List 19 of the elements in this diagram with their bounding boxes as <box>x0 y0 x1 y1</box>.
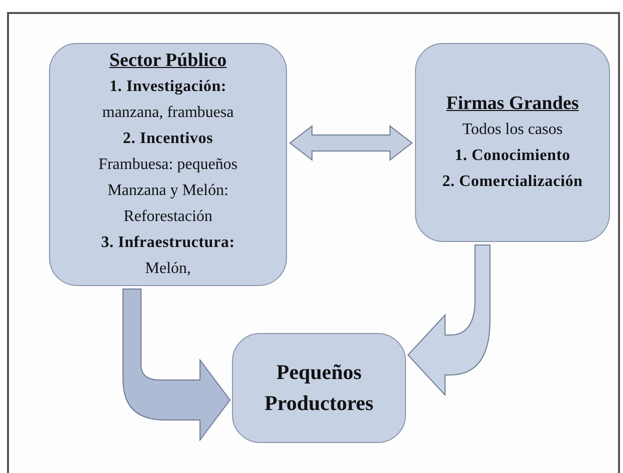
box-text: 2. Incentivos <box>122 128 214 148</box>
box-text: Todos los casos <box>462 120 563 140</box>
box-text: Frambuesa: pequeños <box>98 154 238 174</box>
box-text: Manzana y Melón: Reforestación <box>106 180 230 226</box>
box-text: Pequeños Productores <box>264 359 374 417</box>
box-text: 1. Conocimiento <box>454 146 570 166</box>
sector-box <box>49 43 287 286</box>
box-text: manzana, frambuesa <box>102 102 234 122</box>
box-heading: Sector Público <box>109 48 227 72</box>
block-arrow <box>122 288 230 440</box>
box-text: 3. Infraestructura: <box>101 232 235 252</box>
box-text: Melón, <box>145 258 191 278</box>
block-arrow <box>408 244 490 396</box>
block-arrow <box>289 124 413 162</box>
box-heading: Firmas Grandes <box>446 92 579 116</box>
box-text: 1. Investigación: <box>109 76 227 96</box>
producers-box <box>232 333 406 443</box>
firms-box <box>415 43 610 242</box>
box-text: 2. Comercialización <box>442 172 583 192</box>
